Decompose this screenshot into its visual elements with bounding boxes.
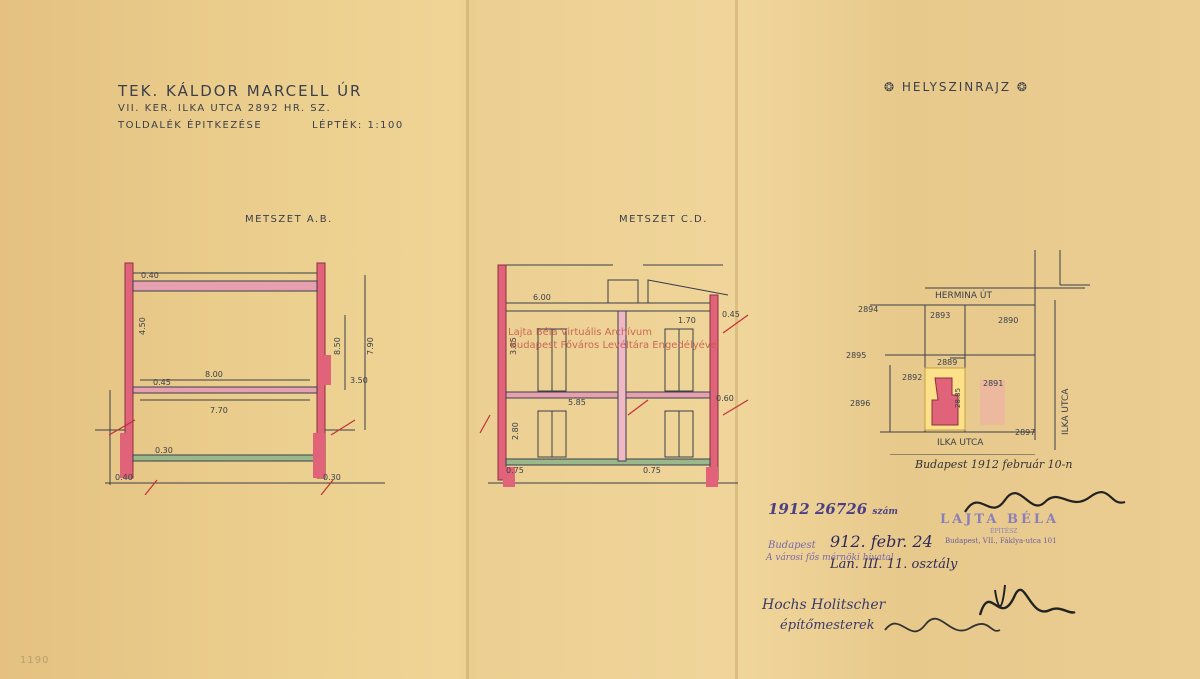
rosette-icon: ❂ — [884, 80, 897, 94]
dim-label: 6.00 — [533, 293, 551, 302]
dim-label: 7.70 — [210, 406, 228, 415]
building-footprint — [931, 377, 959, 426]
parcel-number: 2895 — [846, 351, 866, 360]
parcel-number: 2891 — [983, 379, 1003, 388]
fold-line — [466, 0, 469, 679]
ground-slab — [132, 454, 318, 462]
section-ab-title: METSZET A.B. — [245, 214, 333, 225]
architect-stamp: LAJTA BÉLA — [940, 512, 1060, 527]
builder-name: Hochs Holitscher — [762, 597, 886, 613]
owner-title: TEK. KÁLDOR MARCELL ÚR — [118, 82, 363, 100]
parcel-number: 2893 — [930, 311, 950, 320]
architect-address: Budapest, VII., Fáklya-utca 101 — [945, 537, 1057, 545]
dim-label: 0.30 — [323, 473, 341, 482]
dim-label: 1.70 — [678, 316, 696, 325]
street-label: ILKA UTCA — [1061, 388, 1071, 435]
section-cd-title: METSZET C.D. — [619, 214, 708, 225]
dim-label: 3.50 — [350, 376, 368, 385]
budapest-label: Budapest — [768, 540, 816, 551]
parcel-number: 2894 — [858, 305, 878, 314]
registry-number: 1912 26726 szám — [768, 500, 898, 518]
archive-watermark: Lajta Béla Virtuális Archívum — [508, 327, 652, 338]
date-note: Budapest 1912 február 10-n — [915, 458, 1073, 471]
street-label: ILKA UTCA — [937, 438, 984, 448]
site-plan-title-text: HELYSZINRAJZ — [901, 80, 1012, 94]
dim-label: 0.45 — [722, 310, 740, 319]
dim-label: 8.50 — [333, 337, 342, 355]
dim-label: 0.40 — [141, 271, 159, 280]
stamp-line: A városi fős mérnöki hivatal — [766, 553, 894, 563]
dim-label: 0.45 — [153, 378, 171, 387]
dim-label: 4.50 — [138, 317, 147, 335]
parcel-number: 2890 — [998, 316, 1018, 325]
parcel-number: 2889 — [937, 358, 957, 367]
floor-slab — [132, 386, 318, 394]
parcel-number: 28.85 — [954, 388, 962, 408]
corner-number: 1190 — [20, 655, 50, 666]
dim-label: 0.40 — [115, 473, 133, 482]
dim-label: 0.60 — [716, 394, 734, 403]
roof-slab — [132, 280, 318, 292]
dim-label: 0.75 — [643, 466, 661, 475]
scale-label: LÉPTÉK: 1:100 — [312, 120, 404, 131]
builder-title: építőmesterek — [780, 618, 875, 633]
rosette-icon: ❂ — [1016, 80, 1029, 94]
architect-title: ÉPÍTÉSZ — [990, 528, 1018, 535]
dim-label: 8.00 — [205, 370, 223, 379]
site-plan-map: HERMINA ÚT ILKA UTCA ILKA UTCA 2894 2893… — [846, 250, 1090, 455]
project-line: TOLDALÉK ÉPITKEZÉSE — [118, 120, 263, 131]
parcel-number: 2896 — [850, 399, 870, 408]
archive-watermark: Budapest Főváros Levéltára Engedélyével — [510, 340, 720, 351]
parcel-number: 2892 — [902, 373, 922, 382]
dim-label: 7.90 — [366, 337, 375, 355]
section-cd-drawing: 6.00 1.70 0.45 3.85 5.85 2.80 0.60 0.75 … — [479, 264, 749, 487]
stamp-date: 912. febr. 24 — [830, 532, 933, 551]
dim-label: 3.85 — [509, 337, 518, 355]
dim-label: 0.75 — [506, 466, 524, 475]
street-label: HERMINA ÚT — [935, 289, 992, 301]
site-plan-title: ❂ HELYSZINRAJZ ❂ — [884, 80, 1029, 94]
section-ab-drawing: 0.40 4.50 8.50 7.90 8.00 3.50 0.45 7.70 … — [95, 262, 385, 495]
parcel-number: 2897 — [1015, 428, 1035, 437]
dim-label: 0.30 — [155, 446, 173, 455]
dim-label: 2.80 — [511, 422, 520, 440]
fold-line — [735, 0, 738, 679]
dim-label: 5.85 — [568, 398, 586, 407]
stamp-note: Lan. III. 11. osztály — [830, 557, 958, 572]
address-line: VII. KER. ILKA UTCA 2892 HR. SZ. — [118, 103, 332, 114]
builder-signatures — [884, 584, 1076, 633]
architect-signature — [964, 491, 1126, 513]
